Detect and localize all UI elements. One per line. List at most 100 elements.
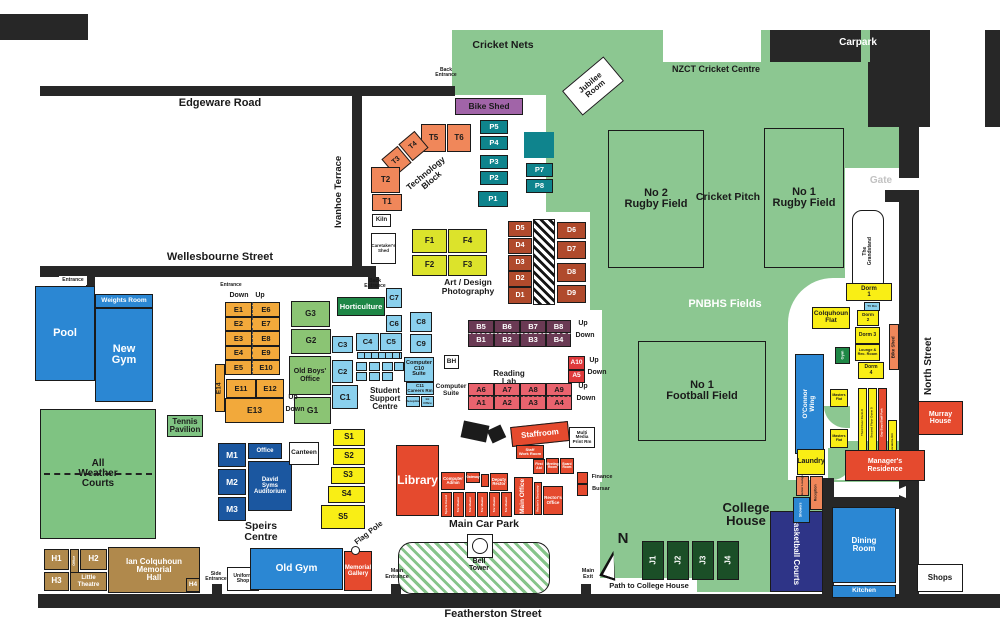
block-e3-text: E3 [233,333,244,343]
block-e10: E10 [252,360,280,375]
block-h3-text: H3 [51,576,62,586]
block-m3-text: M3 [226,503,238,514]
block-e7: E7 [252,317,280,331]
strip-senior-master-3-text: Snr Master [479,496,484,513]
block-s5-text: S5 [338,511,348,521]
block-b7-text: B7 [528,321,538,331]
tennis-pavilion: Tennis Pavilion [167,415,203,437]
block-e3: E3 [225,331,252,346]
gateway-text: Gateway [466,474,480,479]
block-c1: C1 [332,385,358,409]
colquhoun-flat: Colquhoun Flat [812,307,850,329]
block-e6-text: E6 [261,304,271,314]
block-d4-text: D4 [515,242,525,250]
e-down-2-label-text: Down [285,405,305,413]
block-b7: B7 [520,320,546,333]
featherston-street-label-text: Featherston Street [444,608,542,621]
block-b6: B6 [494,320,520,333]
main-entrance-label-text: Main Entrance [385,568,409,580]
strip-senior-master-1: Snr Master [453,492,464,517]
e-down-2-label: Down [283,405,307,414]
lawn-curve-1 [824,406,850,428]
back-entrance-mid-label: Back Entrance [362,277,388,291]
main-office-text: Main Office [519,478,527,514]
dining-room-text: Dining Room [851,535,877,553]
c11-careers-rm: C11 Careers Rm [406,382,434,395]
p-annex [524,132,554,158]
multi-media-text: Multi Media Print Rm [572,429,592,444]
second-floor-dorm-5: Second Floor Dorm 5 [868,388,877,458]
block-g3: G3 [291,301,330,327]
block-p5-text: P5 [489,122,499,132]
block-c2: C2 [332,360,353,383]
c-toilet-row [357,352,402,359]
first-aid-text: First Aid [535,461,543,470]
no1-football-field-text: No 1 Football Field [666,378,738,402]
block-e11: E11 [226,379,256,398]
awc-dash-line [44,473,152,475]
block-j1: J1 [642,541,664,580]
edgeware-road-label: Edgeware Road [175,97,265,111]
n-compass-label: N [614,529,632,549]
block-p8: P8 [526,179,553,193]
block-c6: C6 [386,315,402,332]
strip-senior-master-4: Snr Master [489,492,500,517]
featherston-street-label: Featherston Street [438,608,548,622]
uniform-shop-text: Uniform Shop [233,572,253,584]
murray-house: Murray House [918,401,963,435]
block-s2: S2 [333,448,365,465]
block-c8-text: C8 [416,317,426,327]
block-a5: A5 [568,370,585,383]
block-p7: P7 [526,163,553,177]
block-a3-text: A3 [528,398,538,408]
cricket-pitch-label-text: Cricket Pitch [695,191,761,204]
house-reception-text: Reception [813,484,818,502]
block-h4: H4 [186,578,200,592]
boarders-bike-shed-text: Bike Shed [890,336,896,358]
road-edgeware [40,86,455,96]
cricket-nets-label-text: Cricket Nets [472,38,534,51]
carpark-label: Carpark [826,36,890,50]
a10-up-label: Up [586,356,602,365]
flag-pole-label: Flag Pole [348,519,390,547]
speirs-centre-label: Speirs Centre [228,521,294,542]
block-t4-text: T4 [408,140,419,152]
block-e2: E2 [225,317,252,331]
road-top-right-corner [868,30,930,127]
ivanhoe-terrace-label: Ivanhoe Terrace [331,156,347,228]
board-room: Board Room [560,458,574,474]
block-e9-text: E9 [261,348,271,358]
deputy-rector: Deputy Rector [490,473,508,491]
masters-flat-1-text: Masters Flat [832,393,846,401]
ssc-int-office-text: Int Office [423,397,432,405]
rectors-office-text: Rector's Office [544,494,562,505]
stub-pool-entrance [86,277,95,291]
main-entrance-label: Main Entrance [382,568,412,582]
pool-entrance-label-text: Entrance [62,276,84,283]
block-d4: D4 [508,238,532,254]
rectors-office: Rector's Office [543,486,563,515]
cricket-nets-label: Cricket Nets [466,38,540,52]
h-office: Office [70,549,79,573]
block-f2: F2 [412,255,447,276]
block-c6-text: C6 [389,318,399,328]
block-e10-text: E10 [259,362,273,372]
block-f3-text: F3 [462,260,473,270]
block-p7-text: P7 [534,165,545,175]
art-design-label: Art / Design Photography [438,276,498,298]
block-s1-text: S1 [344,432,354,442]
block-e13-text: E13 [246,405,263,416]
block-f2-text: F2 [424,260,435,270]
strip-senior-master-2: Snr Master [465,492,476,517]
bursar-label: Bursar [588,485,614,494]
block-b4-text: B4 [553,335,564,345]
gate-label-text: Gate [869,174,893,186]
main-car-park-label: Main Car Park [446,518,522,530]
block-e9: E9 [252,346,280,360]
e-up-label-text: Up [255,291,265,299]
block-s4-text: S4 [341,489,352,499]
student-support-centre-label: Student Support Centre [362,385,408,413]
block-e5-text: E5 [233,362,244,372]
house-reception: Reception [810,476,823,510]
